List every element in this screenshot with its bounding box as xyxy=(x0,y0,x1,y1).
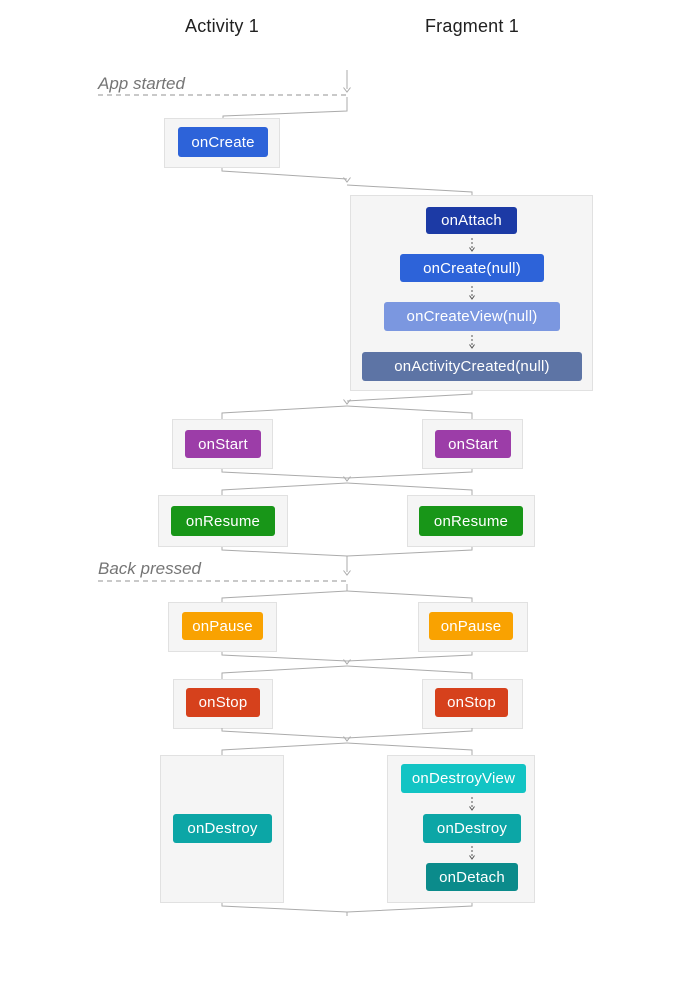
column-header-activity: Activity 1 xyxy=(184,16,260,36)
node-fragment-onstop: onStop xyxy=(435,688,508,717)
node-fragment-ondestroyview: onDestroyView xyxy=(401,764,526,793)
node-fragment-onpause: onPause xyxy=(429,612,513,640)
node-fragment-onstart: onStart xyxy=(435,430,511,458)
node-fragment-ondetach: onDetach xyxy=(426,863,518,891)
node-activity-onpause: onPause xyxy=(182,612,263,640)
node-activity-oncreate: onCreate xyxy=(178,127,268,157)
node-activity-onresume: onResume xyxy=(171,506,275,536)
node-fragment-oncreate-null: onCreate(null) xyxy=(400,254,544,282)
node-fragment-onactivitycreated-null: onActivityCreated(null) xyxy=(362,352,582,381)
annotation-back-pressed: Back pressed xyxy=(98,559,201,578)
annotation-app-started: App started xyxy=(98,74,185,93)
column-header-fragment: Fragment 1 xyxy=(424,16,520,36)
node-activity-onstop: onStop xyxy=(186,688,260,717)
flow-arrowheads xyxy=(343,87,351,742)
node-fragment-onattach: onAttach xyxy=(426,207,517,234)
node-fragment-onresume: onResume xyxy=(419,506,523,536)
node-activity-onstart: onStart xyxy=(185,430,261,458)
node-fragment-ondestroy: onDestroy xyxy=(423,814,521,843)
node-activity-ondestroy: onDestroy xyxy=(173,814,272,843)
node-fragment-oncreateview-null: onCreateView(null) xyxy=(384,302,560,331)
